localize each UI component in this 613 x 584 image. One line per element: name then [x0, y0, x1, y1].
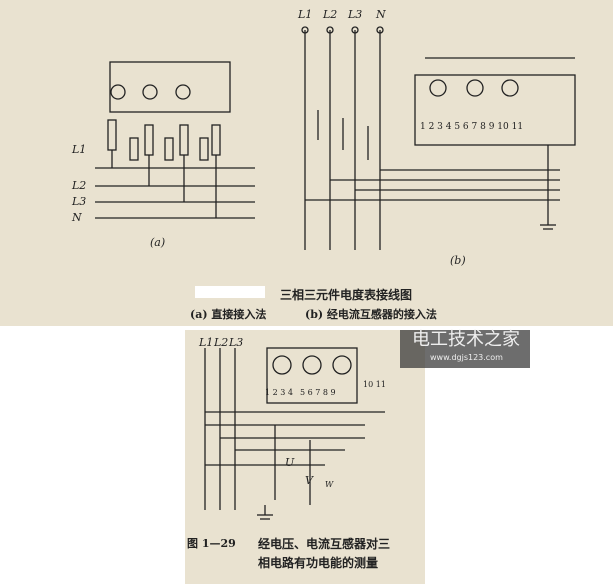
line-label-l3-bottom: L3: [229, 336, 244, 349]
meter-box-a: [109, 61, 231, 113]
line-label-l3-a: L3: [72, 195, 87, 208]
terminals-left: 1 2 3 4: [265, 388, 293, 397]
watermark-title: 电工技术之家: [412, 329, 520, 350]
bottom-diagram-lines: [204, 347, 385, 520]
subfigure-label-a: (a): [150, 236, 166, 249]
meter-box-b: [414, 74, 576, 146]
line-label-n-a: N: [72, 211, 82, 224]
line-label-l2-a: L2: [72, 179, 87, 192]
caption-a: (a) 直接接入法: [190, 308, 267, 321]
terminal-numbers-b: 1 2 3 4 5 6 7 8 9 10 11: [420, 122, 524, 132]
line-label-l2-bottom: L2: [214, 336, 229, 349]
bottom-diagram-scan: L1 L2 L3 1 2 3 4 5 6 7 8 9 10 11 U V W 图…: [185, 330, 425, 584]
figure-number: 图 1—29: [187, 537, 236, 550]
line-label-l1-b: L1: [298, 8, 313, 21]
caption-line-2: 相电路有功电能的测量: [258, 556, 379, 570]
subfigure-label-b: (b): [450, 254, 466, 267]
top-diagram-scan: L1 L2 L3 N (a) L1 L2 L3 N 1 2 3 4 5 6 7 …: [0, 0, 613, 326]
label-v: V: [305, 474, 313, 487]
terminals-mid: 5 6 7 8 9: [300, 388, 336, 397]
caption-line-1: 经电压、电流互感器对三: [258, 537, 391, 551]
line-label-l1-bottom: L1: [199, 336, 214, 349]
white-patch: [195, 286, 265, 298]
line-label-l1-a: L1: [72, 143, 87, 156]
line-label-l2-b: L2: [323, 8, 338, 21]
top-figure-title: 三相三元件电度表接线图: [280, 288, 413, 302]
label-u: U: [285, 456, 295, 469]
watermark: 电工技术之家 www.dgjs123.com: [400, 330, 530, 368]
caption-b: (b) 经电流互感器的接入法: [305, 308, 437, 321]
line-label-l3-b: L3: [348, 8, 363, 21]
label-w: W: [325, 480, 334, 489]
line-label-n-b: N: [376, 8, 386, 21]
top-diagram-lines: [95, 26, 576, 250]
current-coils-a: [107, 119, 221, 161]
terminals-right: 10 11: [363, 380, 386, 389]
watermark-url: www.dgjs123.com: [430, 353, 503, 362]
